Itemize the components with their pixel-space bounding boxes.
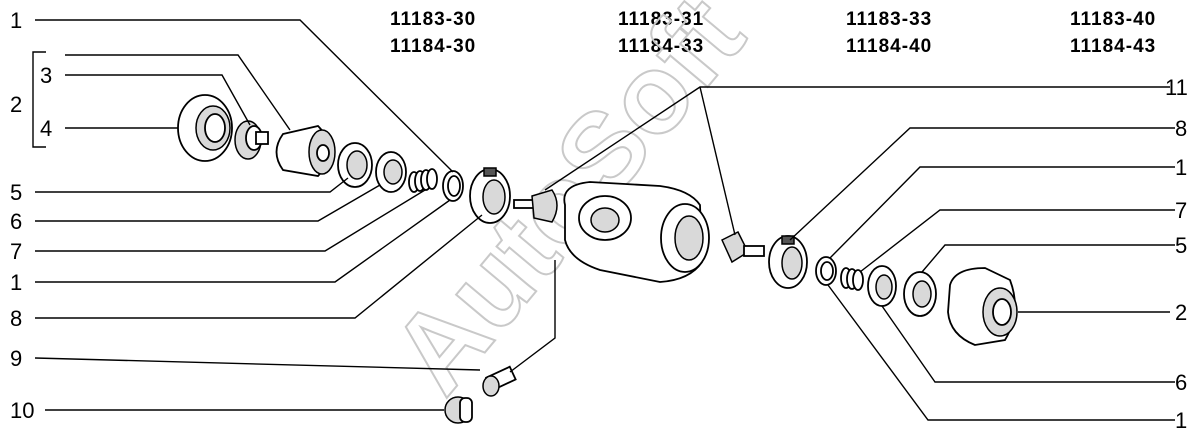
- callout-4: 4: [40, 116, 52, 141]
- model-code: 11183-31: [618, 9, 705, 30]
- part-wheel-cylinder-body: [563, 181, 710, 283]
- leader-1-right: [829, 166, 1175, 259]
- callout-6-right: 6: [1175, 370, 1187, 395]
- leader-11b: [699, 86, 736, 236]
- callout-10: 10: [10, 398, 34, 423]
- callout-1: 1: [10, 8, 22, 33]
- leader-7-right: [859, 209, 1175, 273]
- part-spring-left: [408, 168, 438, 193]
- callout-1b-right: 1: [1175, 408, 1187, 433]
- part-cup-left: [375, 151, 407, 193]
- model-codes-col-3: 11183-33 11184-40: [846, 6, 932, 60]
- model-code: 11184-43: [1070, 36, 1157, 57]
- model-code: 11184-30: [390, 36, 477, 57]
- callout-5: 5: [10, 180, 22, 205]
- part-piston-boot-right: [947, 267, 1018, 346]
- leader-3: [65, 54, 291, 131]
- callout-7: 7: [10, 239, 22, 264]
- callout-2: 2: [10, 92, 22, 117]
- part-spring-right: [840, 267, 864, 291]
- callout-8-right: 8: [1175, 116, 1187, 141]
- model-code: 11184-33: [618, 36, 705, 57]
- part-bleeder-screw: [482, 365, 517, 397]
- leader-1b-right: [827, 284, 1175, 421]
- leader-6-left: [35, 184, 381, 222]
- leader-5-left: [35, 177, 349, 193]
- part-ring-left: [442, 170, 464, 202]
- leader-1-second: [35, 199, 451, 283]
- part-seal-ring-left: [337, 142, 373, 188]
- leader-6-right: [881, 305, 1175, 383]
- part-ring-right: [815, 256, 837, 286]
- leader-bleeder-link: [509, 260, 556, 373]
- leader-8-right: [789, 127, 1175, 241]
- leader-5-right: [921, 244, 1175, 273]
- part-cup-right: [867, 265, 897, 307]
- callout-6: 6: [10, 209, 22, 234]
- callout-1-right: 1: [1175, 155, 1187, 180]
- callout-7-right: 7: [1175, 198, 1187, 223]
- part-split-ring-left: [469, 167, 511, 224]
- part-cap-left: [234, 120, 269, 160]
- leader-7-left: [35, 189, 426, 252]
- callout-11: 11: [1165, 75, 1188, 100]
- leader-9: [34, 357, 481, 371]
- model-code: 11183-30: [390, 9, 477, 30]
- part-adjuster-right: [721, 230, 765, 264]
- part-seal-ring-right: [903, 271, 937, 317]
- part-bleed-screw-cap: [513, 189, 558, 223]
- model-codes-col-1: 11183-30 11184-30: [390, 6, 476, 60]
- model-codes-col-4: 11183-40 11184-43: [1070, 6, 1156, 60]
- model-code: 11183-40: [1070, 9, 1157, 30]
- model-code: 11184-40: [846, 36, 933, 57]
- callout-5-right: 5: [1175, 233, 1187, 258]
- callout-8: 8: [10, 306, 22, 331]
- callout-2-right: 2: [1175, 300, 1187, 325]
- callout-3: 3: [40, 63, 52, 88]
- model-code: 11183-33: [846, 9, 933, 30]
- model-codes-col-2: 11183-31 11184-33: [618, 6, 704, 60]
- leader-3b: [65, 74, 251, 126]
- part-piston-left: [275, 125, 336, 177]
- part-bleeder-cap: [444, 396, 473, 424]
- leader-8-left: [35, 214, 483, 319]
- bracket-group-2: [32, 51, 46, 148]
- part-split-ring-right: [768, 235, 808, 289]
- callout-1-second: 1: [10, 270, 22, 295]
- callout-9: 9: [10, 346, 22, 371]
- leader-1-top: [35, 19, 454, 173]
- part-boot-left: [177, 94, 233, 162]
